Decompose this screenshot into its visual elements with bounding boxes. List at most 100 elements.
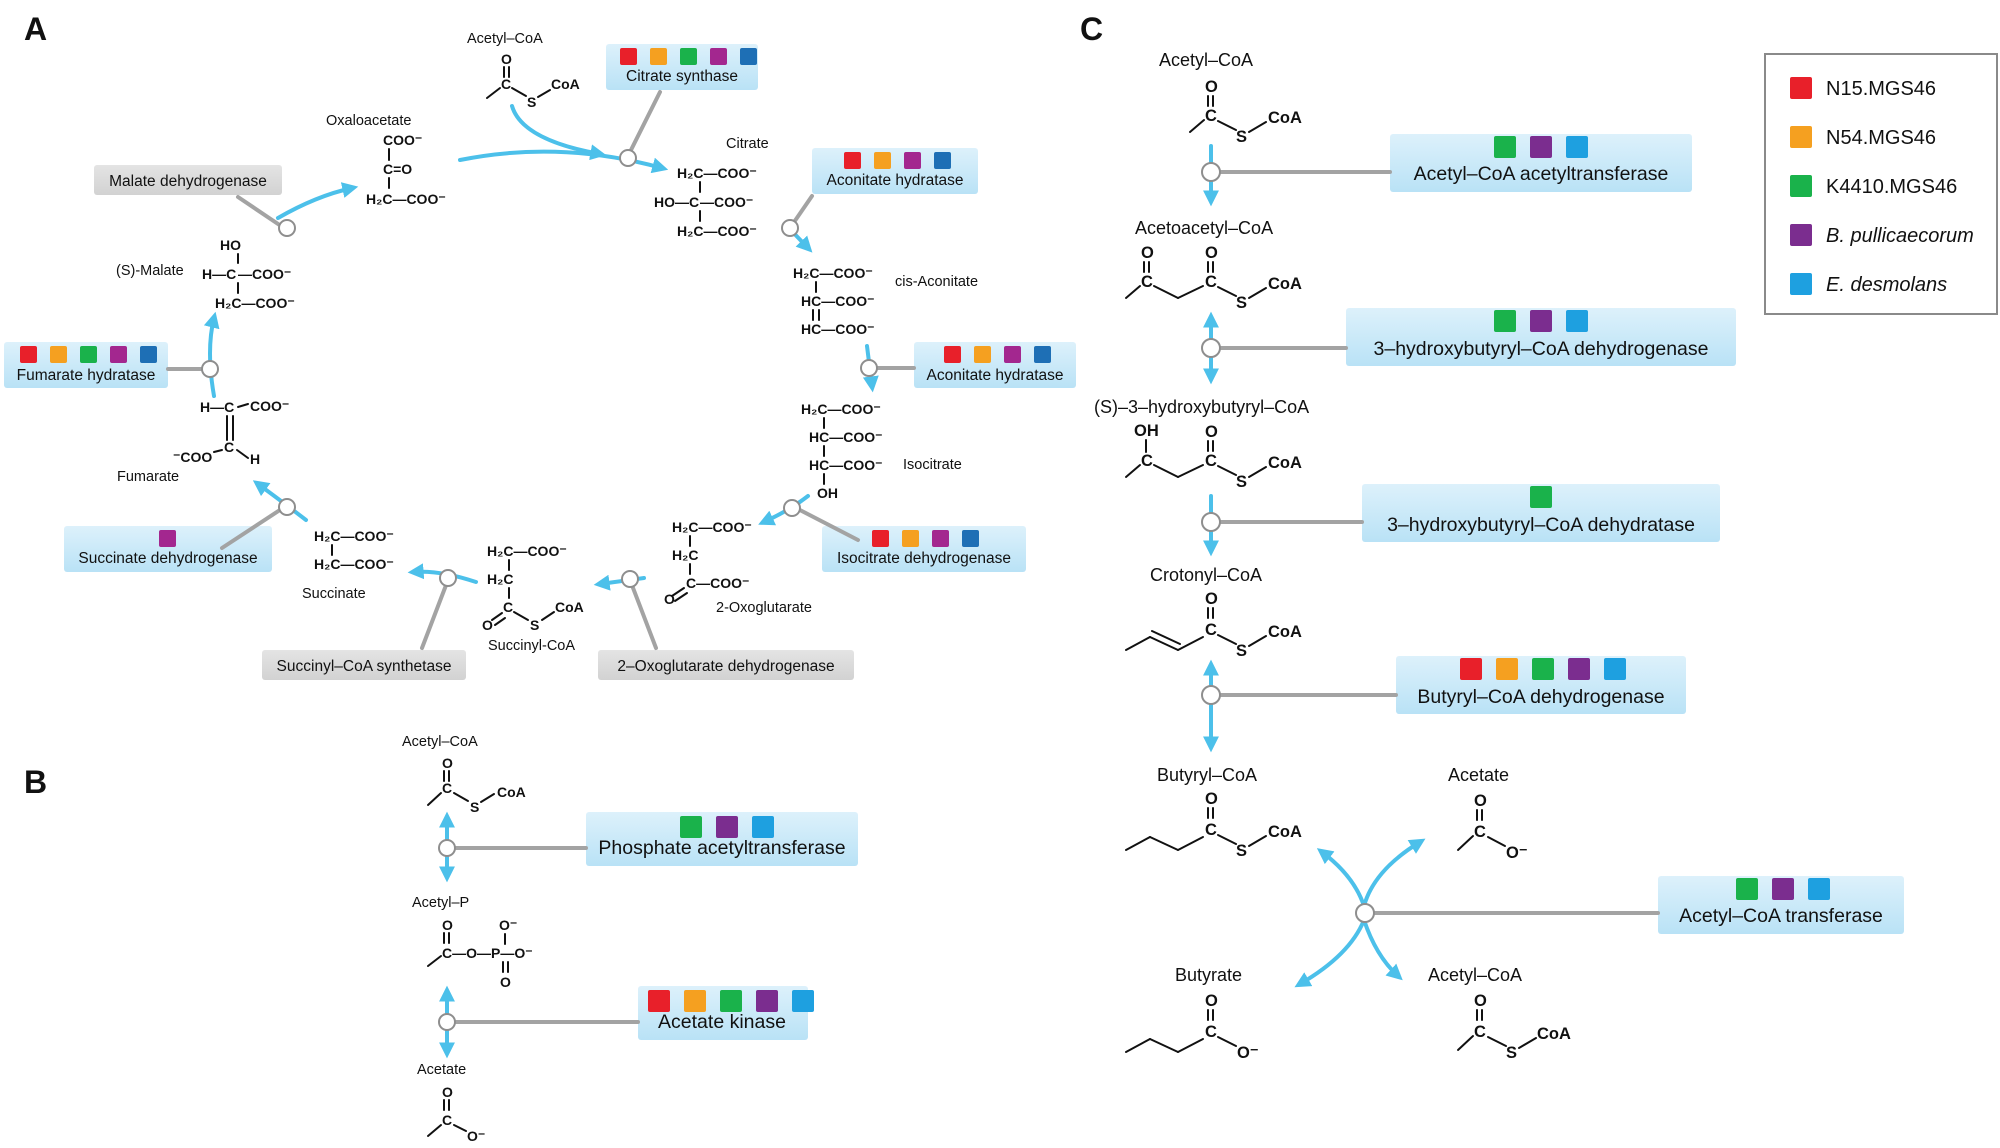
organism-marker <box>110 346 127 363</box>
svg-text:COO⁻: COO⁻ <box>383 132 422 148</box>
organism-marker-group <box>872 530 979 547</box>
compound-2-oxoglutarate: 2-Oxoglutarate <box>716 600 812 616</box>
enzyme-acetate-kinase: Acetate kinase <box>638 986 814 1040</box>
enzyme-phosphate-acetyltransferase: Phosphate acetyltransferase <box>586 812 858 866</box>
compound-acetyl-coa-a: Acetyl–CoA <box>467 31 543 47</box>
svg-text:C: C <box>1205 821 1217 839</box>
svg-text:S: S <box>1236 128 1247 146</box>
structure-acetoacetyl-coa: O C O C S CoA <box>1125 244 1302 312</box>
svg-text:CoA: CoA <box>1268 823 1302 841</box>
svg-text:H₂C—COO⁻: H₂C—COO⁻ <box>215 295 295 311</box>
organism-marker <box>1034 346 1051 363</box>
svg-text:C—O—P—O⁻: C—O—P—O⁻ <box>442 945 533 961</box>
svg-text:3–hydroxybutyryl–CoA dehydrata: 3–hydroxybutyryl–CoA dehydratase <box>1387 514 1695 536</box>
structure-acetyl-coa-a: O C S CoA <box>486 51 580 110</box>
svg-text:CoA: CoA <box>1268 454 1302 472</box>
svg-text:H₂C: H₂C <box>672 547 698 563</box>
organism-marker-group <box>680 816 774 838</box>
compound-acetyl-coa-b: Acetyl–CoA <box>402 734 478 750</box>
organism-marker <box>716 816 738 838</box>
svg-text:HC—COO⁻: HC—COO⁻ <box>801 321 875 337</box>
legend-label: N54.MGS46 <box>1826 127 1936 149</box>
panel-label-a: A <box>24 11 47 47</box>
svg-text:O: O <box>442 755 453 771</box>
svg-text:Acetate kinase: Acetate kinase <box>658 1011 786 1033</box>
compound-crotonyl-coa: Crotonyl–CoA <box>1150 565 1262 585</box>
structure-acetate-b: O C O⁻ <box>427 1084 485 1144</box>
svg-text:Succinate dehydrogenase: Succinate dehydrogenase <box>78 550 257 567</box>
legend-swatch <box>1790 126 1812 148</box>
structure-acetyl-coa-b: O C S CoA <box>427 755 526 815</box>
svg-text:CoA: CoA <box>551 76 580 92</box>
svg-text:3–hydroxybutyryl–CoA dehydroge: 3–hydroxybutyryl–CoA dehydrogenase <box>1374 338 1709 360</box>
structure-succinate: H₂C—COO⁻ H₂C—COO⁻ <box>314 528 394 572</box>
svg-text:CoA: CoA <box>1537 1025 1571 1043</box>
legend-swatch <box>1790 175 1812 197</box>
svg-text:S: S <box>527 94 536 110</box>
structure-acetate-c: O C O⁻ <box>1457 792 1528 862</box>
organism-marker <box>1460 658 1482 680</box>
organism-marker-group <box>944 346 1051 363</box>
enzyme-butyryl-coa-dehydrogenase: Butyryl–CoA dehydrogenase <box>1396 656 1686 714</box>
enzyme-3-hydroxybutyryl-coa-dehydratase: 3–hydroxybutyryl–CoA dehydratase <box>1362 484 1720 542</box>
structure-acetyl-coa-c-product: O C S CoA <box>1457 992 1571 1062</box>
structure-acetyl-coa-c: O C S CoA <box>1189 78 1302 146</box>
compound-acetyl-p: Acetyl–P <box>412 895 469 911</box>
svg-text:H₂C—COO⁻: H₂C—COO⁻ <box>677 165 757 181</box>
svg-text:O: O <box>1474 992 1487 1010</box>
compound-cis-aconitate: cis-Aconitate <box>895 274 978 290</box>
organism-marker-group <box>1494 310 1588 332</box>
organism-marker <box>944 346 961 363</box>
svg-text:HO: HO <box>220 237 241 253</box>
svg-text:O: O <box>664 591 675 607</box>
svg-text:H—C: H—C <box>202 266 236 282</box>
enzyme-fumarate-hydratase: Fumarate hydratase <box>4 342 168 388</box>
svg-text:OH: OH <box>817 485 838 501</box>
svg-text:C: C <box>503 599 513 615</box>
panel-label-c: C <box>1080 11 1103 47</box>
structure-s-malate: HO H—C —COO⁻ H₂C—COO⁻ <box>202 237 295 311</box>
svg-text:Fumarate hydratase: Fumarate hydratase <box>17 367 156 384</box>
svg-text:O⁻: O⁻ <box>1237 1044 1259 1062</box>
organism-marker <box>710 48 727 65</box>
organism-marker-group <box>1736 878 1830 900</box>
compound-succinyl-coa: Succinyl-CoA <box>488 638 575 654</box>
svg-text:Acetyl–CoA acetyltransferase: Acetyl–CoA acetyltransferase <box>1414 163 1669 185</box>
svg-text:C: C <box>224 439 234 455</box>
compound-s-3-hydroxybutyryl-coa: (S)–3–hydroxybutyryl–CoA <box>1094 397 1309 417</box>
structure-2-oxoglutarate: H₂C—COO⁻ H₂C C—COO⁻ O <box>664 519 752 607</box>
organism-marker <box>1736 878 1758 900</box>
organism-marker <box>844 152 861 169</box>
structure-crotonyl-coa: O C S CoA <box>1125 590 1302 660</box>
organism-marker <box>1532 658 1554 680</box>
svg-text:O: O <box>1205 244 1218 262</box>
organism-marker-group <box>648 990 814 1012</box>
svg-text:C: C <box>442 780 452 796</box>
svg-text:O: O <box>1474 792 1487 810</box>
svg-text:O⁻: O⁻ <box>1506 844 1528 862</box>
enzyme-aconitate-hydratase-2: Aconitate hydratase <box>914 342 1076 388</box>
organism-marker-group <box>1460 658 1626 680</box>
organism-marker <box>1530 310 1552 332</box>
structure-acetyl-p: O C—O—P—O⁻ O⁻ O <box>427 917 533 990</box>
svg-text:H—C: H—C <box>200 399 234 415</box>
organism-marker <box>752 816 774 838</box>
svg-text:C—COO⁻: C—COO⁻ <box>686 575 749 591</box>
svg-text:C: C <box>1205 1023 1217 1041</box>
svg-text:H₂C—COO⁻: H₂C—COO⁻ <box>366 191 446 207</box>
svg-text:O: O <box>1205 423 1218 441</box>
svg-text:Phosphate acetyltransferase: Phosphate acetyltransferase <box>598 837 845 859</box>
legend-label: E. desmolans <box>1826 274 1947 296</box>
svg-text:⁻COO: ⁻COO <box>173 449 212 465</box>
legend-label: B. pullicaecorum <box>1826 225 1974 247</box>
svg-text:C: C <box>501 76 511 92</box>
enzyme-succinate-dehydrogenase: Succinate dehydrogenase <box>64 526 272 572</box>
organism-marker <box>1530 136 1552 158</box>
compound-acetyl-coa-c: Acetyl–CoA <box>1159 50 1253 70</box>
svg-text:O: O <box>442 917 453 933</box>
enzyme-citrate-synthase: Citrate synthase <box>606 44 758 90</box>
svg-text:O⁻: O⁻ <box>467 1128 485 1144</box>
svg-text:S: S <box>1236 642 1247 660</box>
svg-text:C: C <box>1141 273 1153 291</box>
